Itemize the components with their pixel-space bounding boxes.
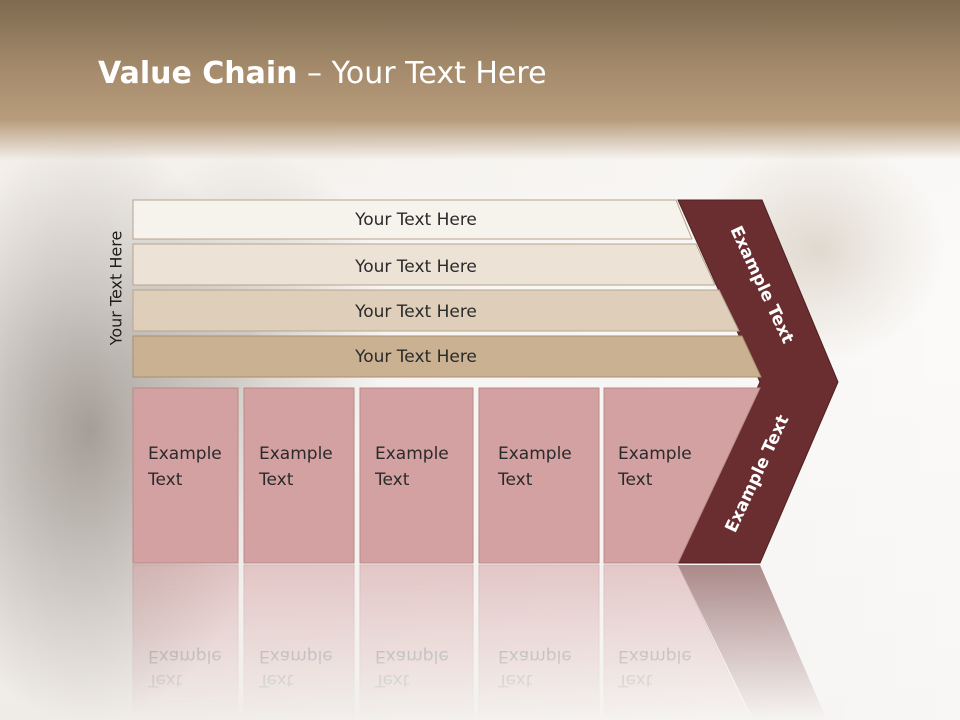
cell-5-line2: Text xyxy=(617,470,653,490)
cell-3-shape xyxy=(359,387,474,564)
title-bold: Value Chain xyxy=(98,56,298,91)
row-4-label: Your Text Here xyxy=(354,347,477,367)
reflection-text: Example xyxy=(375,646,449,666)
reflection-text: Text xyxy=(497,670,533,690)
title-band xyxy=(0,0,960,160)
reflection-text: Text xyxy=(374,670,410,690)
row-3-shape xyxy=(132,289,740,332)
reflection-text: Example xyxy=(618,646,692,666)
cell-2-line2: Text xyxy=(258,470,294,490)
row-1-shape xyxy=(132,199,693,240)
slide-title: Value Chain – Your Text Here xyxy=(98,56,547,91)
cell-4-line2: Text xyxy=(497,470,533,490)
cell-5-line1: Example xyxy=(618,444,692,464)
cell-2-line1: Example xyxy=(259,444,333,464)
row-4-shape xyxy=(132,335,762,378)
reflection-text: Example xyxy=(259,646,333,666)
cell-5-shape xyxy=(603,387,761,564)
cell-4-line1: Example xyxy=(498,444,572,464)
reflection-text: Text xyxy=(258,670,294,690)
row-1-label: Your Text Here xyxy=(354,210,477,230)
reflection-text: Text xyxy=(147,670,183,690)
cell-1-line1: Example xyxy=(148,444,222,464)
cell-1-line2: Text xyxy=(147,470,183,490)
reflection-text: Example xyxy=(498,646,572,666)
reflection-text: Text xyxy=(617,670,653,690)
row-2-label: Your Text Here xyxy=(354,257,477,277)
row-2-shape xyxy=(132,243,716,286)
title-rest: – Your Text Here xyxy=(297,56,547,91)
reflection: Example Text Example Text Example Text E… xyxy=(132,564,827,720)
row-3-label: Your Text Here xyxy=(354,302,477,322)
cell-4-shape xyxy=(478,387,600,564)
cell-1-shape xyxy=(132,387,239,564)
cell-3-line1: Example xyxy=(375,444,449,464)
chevron-arrow xyxy=(677,199,839,564)
reflection-text: Example xyxy=(148,646,222,666)
cell-2-shape xyxy=(243,387,355,564)
cell-3-line2: Text xyxy=(374,470,410,490)
